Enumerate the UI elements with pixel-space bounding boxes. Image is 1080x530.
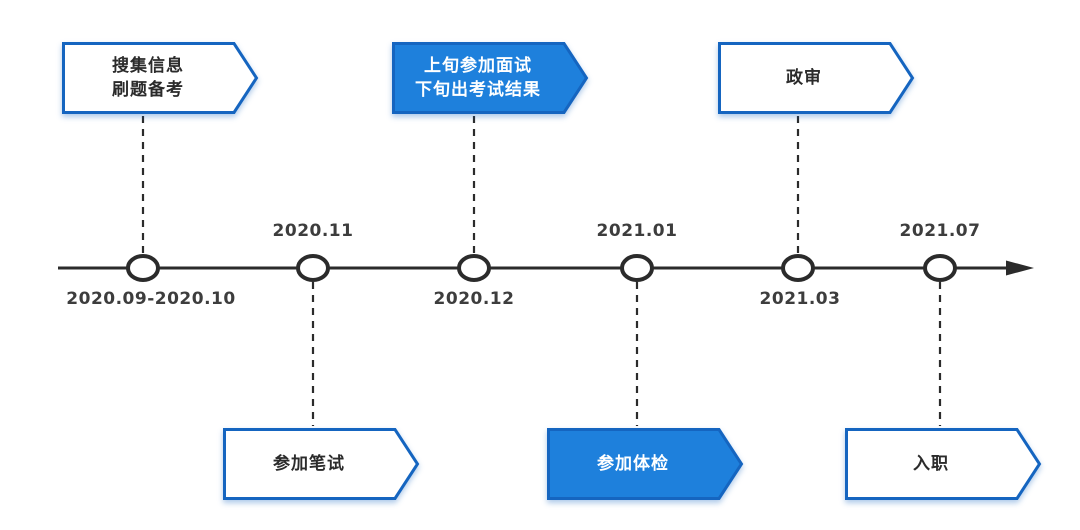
- banner-prepare: 搜集信息 刷题备考: [62, 42, 259, 114]
- banner-physical-exam: 参加体检: [547, 428, 744, 500]
- banner-pennant-shape: [718, 42, 915, 114]
- timeline-node: [781, 254, 815, 282]
- timeline-node: [457, 254, 491, 282]
- banner-pennant-shape: [845, 428, 1042, 500]
- banner-written-test: 参加笔试: [223, 428, 420, 500]
- banner-text-line: 参加体检: [597, 454, 669, 474]
- banner-political-review-label: 政审: [718, 42, 890, 114]
- timeline-node: [923, 254, 957, 282]
- timeline-node: [126, 254, 160, 282]
- banner-interview: 上旬参加面试 下旬出考试结果: [392, 42, 589, 114]
- axis-arrowhead-icon: [1006, 260, 1034, 276]
- date-label: 2020.11: [272, 221, 354, 241]
- timeline-node: [620, 254, 654, 282]
- banner-pennant-shape: [392, 42, 589, 114]
- banner-text-line: 搜集信息: [112, 56, 184, 76]
- banner-written-test-label: 参加笔试: [223, 428, 395, 500]
- banner-text-line: 参加笔试: [273, 454, 345, 474]
- banner-political-review: 政审: [718, 42, 915, 114]
- banner-text-line: 下旬出考试结果: [415, 80, 541, 100]
- banner-pennant-shape: [62, 42, 259, 114]
- banner-text-line: 政审: [786, 68, 822, 88]
- date-label: 2021.07: [899, 221, 981, 241]
- banner-onboarding: 入职: [845, 428, 1042, 500]
- date-label: 2021.03: [759, 289, 841, 309]
- banner-physical-exam-label: 参加体检: [547, 428, 719, 500]
- banner-onboarding-label: 入职: [845, 428, 1017, 500]
- banner-text-line: 入职: [913, 454, 949, 474]
- banner-interview-label: 上旬参加面试 下旬出考试结果: [392, 42, 564, 114]
- date-label: 2021.01: [596, 221, 678, 241]
- banner-pennant-shape: [547, 428, 744, 500]
- banner-text-line: 刷题备考: [112, 80, 184, 100]
- date-label: 2020.09-2020.10: [66, 289, 236, 309]
- timeline-node: [296, 254, 330, 282]
- banner-pennant-shape: [223, 428, 420, 500]
- banner-text-line: 上旬参加面试: [424, 56, 532, 76]
- banner-prepare-label: 搜集信息 刷题备考: [62, 42, 234, 114]
- date-label: 2020.12: [433, 289, 515, 309]
